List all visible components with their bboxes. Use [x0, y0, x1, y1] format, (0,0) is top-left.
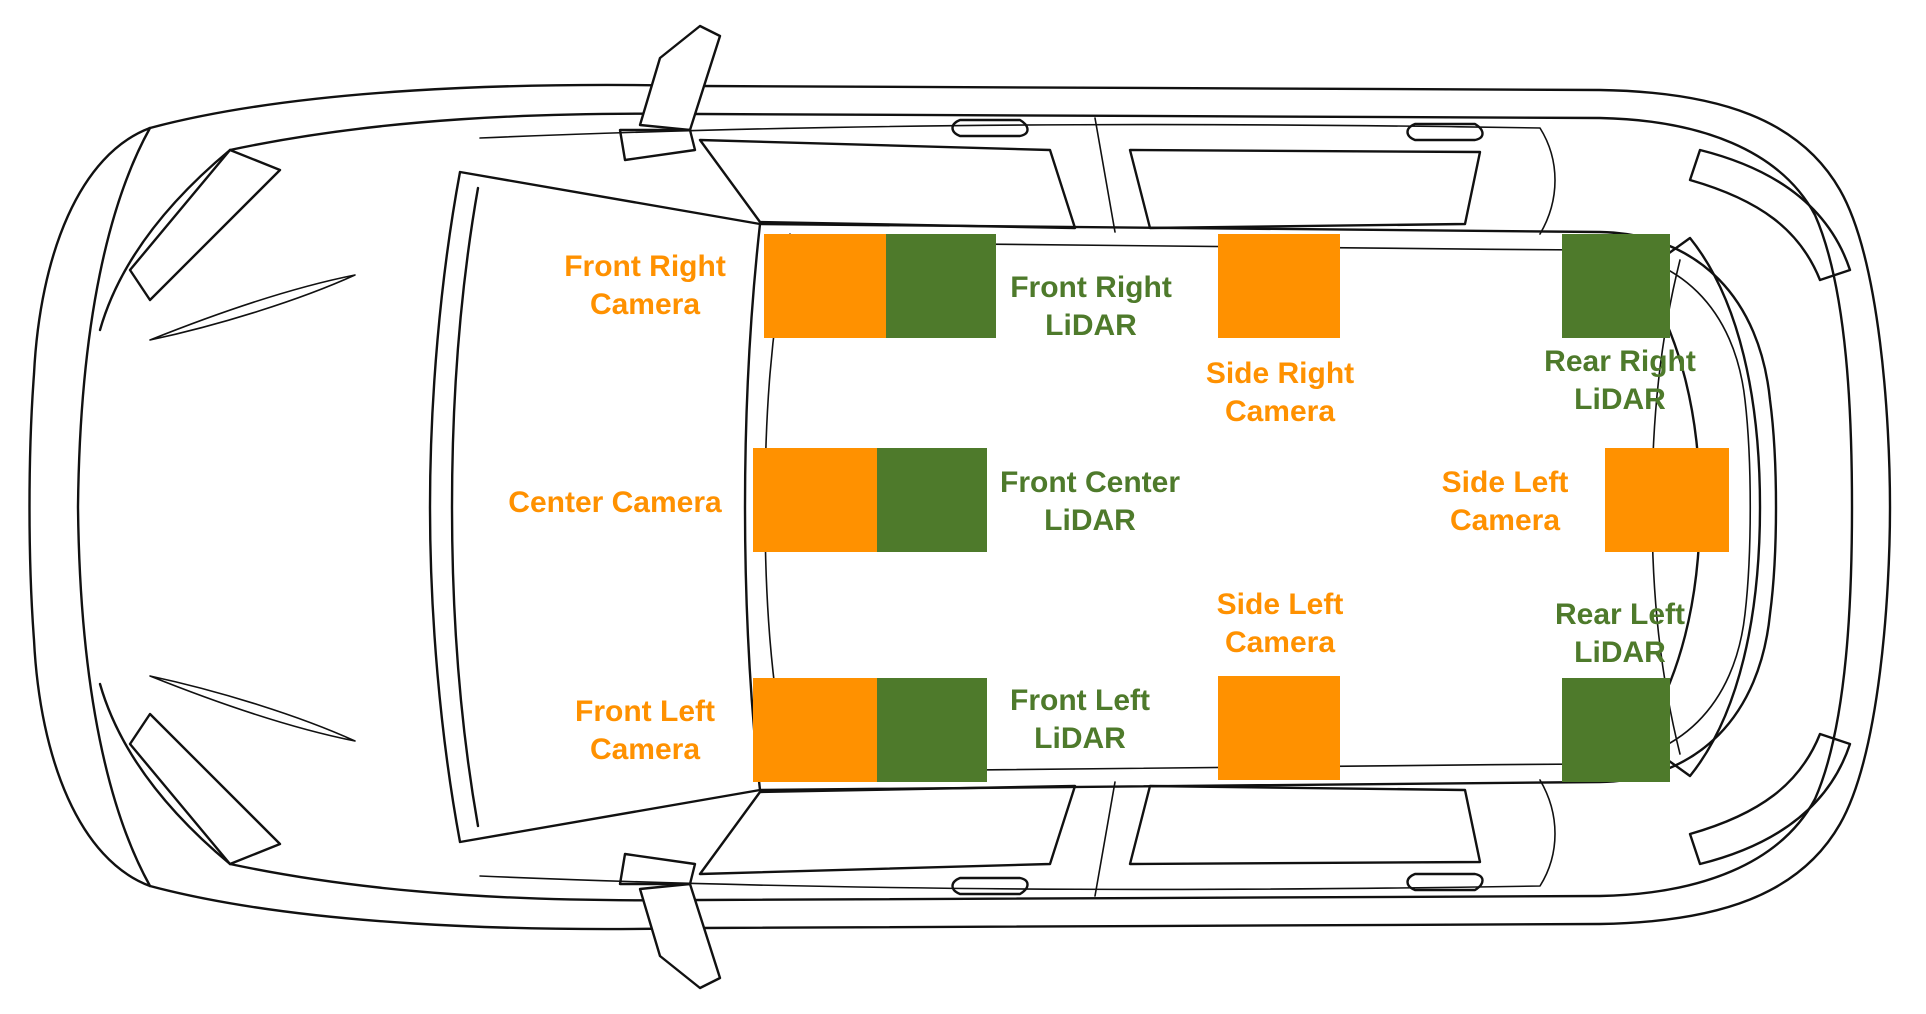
front-left-camera-box: [753, 678, 877, 782]
door-handle-rear-left: [1406, 872, 1484, 892]
front-right-lidar-box: [886, 234, 996, 338]
label-line: Front Right: [564, 250, 726, 283]
side-sill-right: [479, 123, 1556, 235]
windshield-outer: [428, 170, 762, 844]
label-line: Side Right: [1205, 357, 1355, 390]
side-window-rear-right: [1128, 148, 1482, 230]
label-line: Camera: [1224, 395, 1336, 428]
rear-lamp-right: [1688, 148, 1852, 282]
label-line: Rear Right: [1544, 345, 1696, 378]
label-line: LiDAR: [1044, 504, 1136, 537]
door-handle-rear-right: [1406, 122, 1484, 142]
label-line: LiDAR: [1574, 383, 1666, 416]
mirror-left: [638, 882, 722, 990]
side-left-camera-box: [1218, 676, 1340, 780]
front-left-lidar-label: Front Left LiDAR: [990, 682, 1170, 758]
side-window-front-right: [698, 138, 1077, 230]
label-line: Camera: [589, 288, 701, 321]
front-right-lidar-label: Front Right LiDAR: [998, 269, 1184, 345]
front-right-camera-label: Front Right Camera: [540, 248, 750, 324]
rear-side-left-camera-box: [1605, 448, 1729, 552]
label-line: Front Left: [1010, 684, 1150, 717]
label-line: Camera: [1449, 504, 1561, 537]
label-line: Rear Left: [1554, 598, 1686, 631]
front-center-lidar-box: [877, 448, 987, 552]
label-line: Front Center: [1000, 466, 1180, 499]
side-window-rear-left: [1128, 784, 1482, 866]
front-center-lidar-label: Front Center LiDAR: [990, 464, 1190, 540]
side-sill-left: [479, 779, 1556, 891]
label-line: Side Left: [1441, 466, 1569, 499]
front-bumper-lower: [98, 682, 232, 866]
mirror-left-base: [618, 852, 697, 886]
front-bumper-upper: [98, 148, 232, 332]
hood-crease-upper: [149, 274, 356, 341]
label-line: Front Left: [575, 695, 715, 728]
door-seam-right: [1094, 117, 1116, 233]
side-right-camera-label: Side Right Camera: [1180, 355, 1380, 431]
headlight-left: [128, 712, 282, 866]
label-line: Camera: [589, 733, 701, 766]
front-left-camera-label: Front Left Camera: [545, 693, 745, 769]
rear-left-lidar-box: [1562, 678, 1670, 782]
door-handle-front-left: [951, 876, 1029, 896]
label-line: LiDAR: [1574, 636, 1666, 669]
label-line: Front Right: [1010, 271, 1172, 304]
door-handle-front-right: [951, 118, 1029, 138]
label-line: LiDAR: [1045, 309, 1137, 342]
hood-crease-lower: [149, 675, 356, 742]
hood-left-line: [76, 126, 152, 888]
center-camera-label: Center Camera: [490, 484, 740, 522]
door-seam-left: [1094, 781, 1116, 897]
rear-lamp-left: [1688, 732, 1852, 866]
side-left-camera-label: Side Left Camera: [1185, 586, 1375, 662]
mirror-right-base: [618, 128, 697, 162]
rear-right-lidar-box: [1562, 234, 1670, 338]
label-line: LiDAR: [1034, 722, 1126, 755]
windshield-inner: [450, 186, 480, 828]
headlight-right: [128, 148, 282, 302]
side-window-front-left: [698, 784, 1077, 876]
side-right-camera-box: [1218, 234, 1340, 338]
label-line: Camera: [1224, 626, 1336, 659]
rear-side-left-camera-label: Side Left Camera: [1410, 464, 1600, 540]
label-line: Center Camera: [508, 486, 722, 519]
mirror-right: [638, 24, 722, 132]
roof-outline: [758, 222, 1778, 792]
rear-window: [1638, 236, 1762, 778]
label-line: Side Left: [1216, 588, 1344, 621]
center-camera-box: [753, 448, 877, 552]
car-body-outline: [28, 83, 1892, 931]
rear-left-lidar-label: Rear Left LiDAR: [1520, 596, 1720, 672]
rear-right-lidar-label: Rear Right LiDAR: [1520, 343, 1720, 419]
front-right-camera-box: [764, 234, 886, 338]
front-left-lidar-box: [877, 678, 987, 782]
